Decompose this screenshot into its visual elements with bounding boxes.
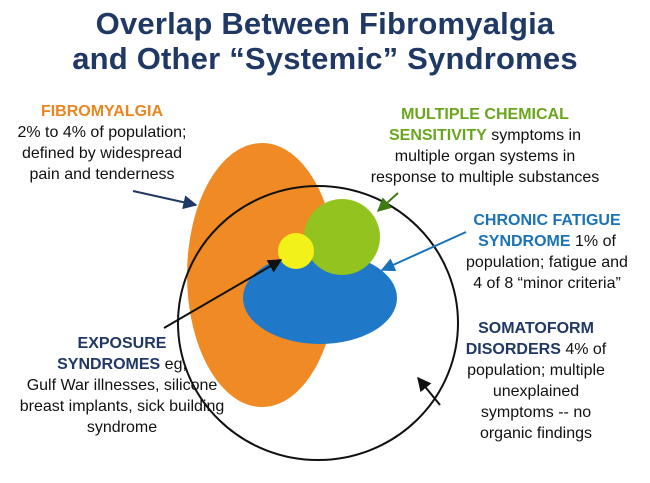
mcs-circle — [304, 199, 380, 275]
diagram-title-line-1: Overlap Between Fibromyalgia — [95, 6, 555, 41]
exposure-circle — [278, 233, 314, 269]
somatoform-text-line: organic findings — [479, 425, 593, 442]
cfs-heading-part: SYNDROME — [478, 233, 571, 250]
somatoform-heading-part: DISORDERS — [465, 341, 561, 358]
somatoform-label: SOMATOFORM DISORDERS 4% of population; m… — [436, 318, 636, 444]
mcs-text-tail: symptoms in — [486, 127, 582, 144]
mcs-pointer-arrow — [376, 192, 399, 212]
somatoform-text-tail: 4% of — [560, 341, 607, 358]
diagram-title-line-2: and Other “Systemic” Syndromes — [72, 41, 578, 76]
fibromyalgia-text-line: 2% to 4% of population; — [17, 124, 187, 141]
cfs-heading: CHRONIC FATIGUE — [473, 212, 621, 229]
cfs-pointer-arrow — [380, 231, 467, 272]
mcs-label: MULTIPLE CHEMICAL SENSITIVITY symptoms i… — [345, 104, 625, 188]
exposure-text-line: syndrome — [86, 419, 158, 436]
cfs-text-line: 4 of 8 “minor criteria” — [473, 275, 621, 292]
exposure-text-tail: eg, — [160, 356, 187, 373]
somatoform-heading-line: DISORDERS 4% of — [436, 339, 636, 360]
exposure-pointer-arrow — [163, 259, 283, 329]
chronic-fatigue-ellipse — [243, 252, 397, 344]
fibromyalgia-heading: FIBROMYALGIA — [40, 103, 164, 120]
cfs-heading-line: SYNDROME 1% of — [447, 231, 647, 252]
somatoform-text-line: population; multiple — [467, 362, 605, 379]
somatoform-text-line: unexplained — [492, 383, 580, 400]
cfs-label: CHRONIC FATIGUE SYNDROME 1% of populatio… — [447, 210, 647, 294]
exposure-text-line: Gulf War illnesses, silicone — [26, 377, 218, 394]
somatoform-pointer-arrow — [417, 376, 441, 406]
somatoform-text-line: symptoms -- no — [480, 404, 592, 421]
mcs-text-line: response to multiple substances — [370, 169, 600, 186]
mcs-heading-part: SENSITIVITY — [388, 127, 487, 144]
mcs-heading: MULTIPLE CHEMICAL — [401, 106, 569, 123]
fibromyalgia-label: FIBROMYALGIA 2% to 4% of population; def… — [2, 101, 202, 185]
mcs-heading-line: SENSITIVITY symptoms in — [345, 125, 625, 146]
fibromyalgia-pointer-arrow — [132, 190, 198, 210]
cfs-text-line: population; fatigue and — [466, 254, 628, 271]
exposure-heading: EXPOSURE — [77, 335, 167, 352]
fibromyalgia-text-line: pain and tenderness — [29, 166, 175, 183]
exposure-heading-line: SYNDROMES eg, — [2, 354, 242, 375]
fibromyalgia-text-line: defined by widespread — [21, 145, 183, 162]
exposure-text-line: breast implants, sick building — [19, 398, 225, 415]
cfs-text-tail: 1% of — [570, 233, 616, 250]
mcs-text-line: multiple organ systems in — [394, 148, 576, 165]
somatoform-circle — [177, 185, 459, 461]
somatoform-heading: SOMATOFORM — [478, 320, 594, 337]
exposure-heading-part: SYNDROMES — [57, 356, 161, 373]
exposure-label: EXPOSURE SYNDROMES eg, Gulf War illnesse… — [2, 333, 242, 438]
